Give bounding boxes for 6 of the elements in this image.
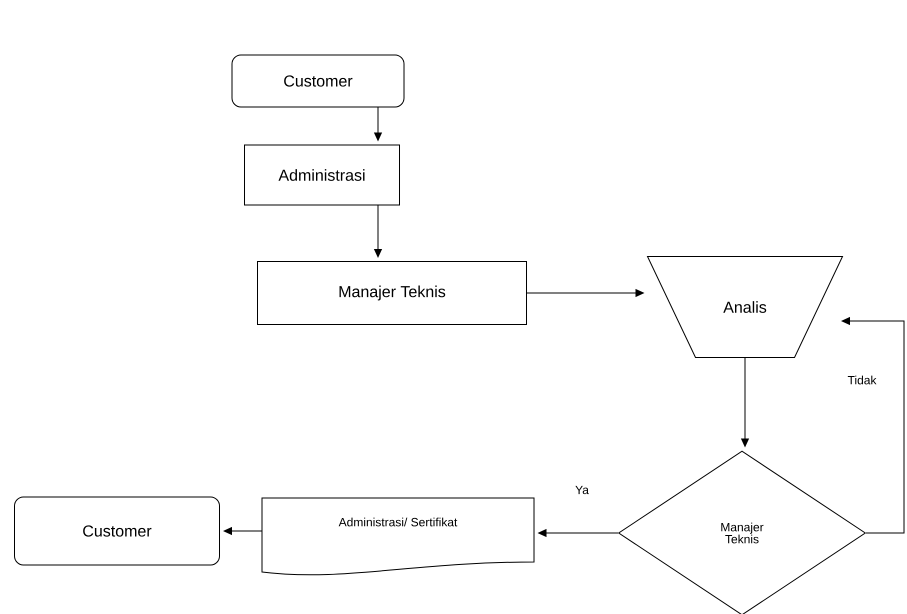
process-box: Administrasi: [244, 144, 400, 206]
start-box: Customer: [232, 54, 404, 108]
edge-label: Tidak: [846, 374, 878, 386]
process-box: Manajer Teknis: [257, 261, 527, 325]
end-box: Customer: [14, 496, 220, 566]
edge-label: Ya: [574, 484, 590, 496]
